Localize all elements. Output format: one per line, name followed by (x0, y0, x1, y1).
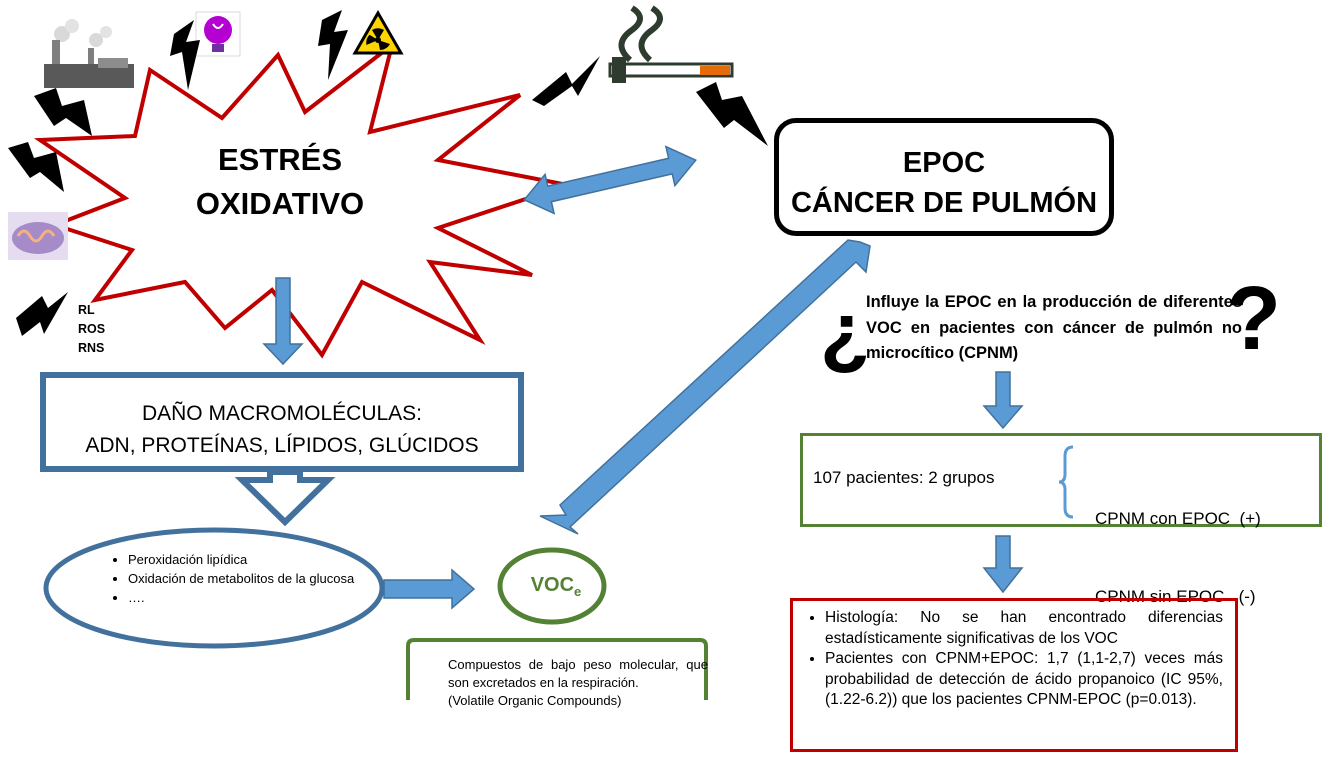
results-box: Histología: No se han encontrado diferen… (790, 598, 1238, 752)
lightning-bolt-icon (532, 56, 600, 106)
voc-circle (497, 547, 607, 625)
lightning-bolt-icon (8, 142, 64, 192)
process-item: …. (128, 588, 358, 607)
voc-definition: Compuestos de bajo peso molecular, que s… (448, 657, 708, 708)
result-item: Pacientes con CPNM+EPOC: 1,7 (1,1-2,7) v… (825, 649, 1223, 711)
question-close-mark: ? (1226, 269, 1281, 369)
arrow-processes-voc (383, 568, 476, 610)
voc-definition-bracket (406, 638, 708, 700)
lightning-bolt-icon (170, 20, 200, 90)
lightning-bolts (8, 10, 768, 336)
voc-label: VOCe (530, 574, 582, 599)
arrow-question-groups (982, 371, 1024, 430)
uv-lamp-icon (195, 11, 241, 57)
arrow-voc-epoc (539, 239, 871, 535)
mitochondria-icon (8, 212, 68, 260)
macromolecule-damage-box: DAÑO MACROMOLÉCULAS: ADN, PROTEÍNAS, LÍP… (40, 372, 524, 472)
cigarette-icon (608, 5, 734, 83)
group-without-epoc: CPNM sin EPOC (-) (1095, 587, 1256, 606)
arrow-stress-epoc (523, 145, 697, 215)
arrow-stress-damage (262, 277, 304, 366)
epoc-lung-cancer-box: EPOC CÁNCER DE PULMÓN (774, 118, 1114, 236)
oxidative-stress-title: ESTRÉS OXIDATIVO (195, 142, 365, 221)
research-question: Influye la EPOC en la producción de dife… (866, 293, 1242, 362)
lightning-bolt-icon (34, 88, 92, 136)
species-rl: RL (78, 303, 95, 317)
group-with-epoc: CPNM con EPOC (+) (1095, 509, 1261, 528)
groups-brace (1058, 445, 1074, 519)
process-item: Oxidación de metabolitos de la glucosa (128, 569, 358, 588)
species-ros: ROS (78, 322, 106, 336)
factory-icon (44, 19, 134, 88)
lightning-bolt-icon (696, 82, 768, 146)
arrow-groups-results (982, 535, 1024, 594)
process-item: Peroxidación lipídica (128, 550, 358, 569)
question-open-mark: ¿ (820, 286, 871, 377)
reactive-species-list: RL ROS RNS (78, 301, 105, 358)
patient-groups-box: 107 pacientes: 2 grupos CPNM con EPOC (+… (800, 433, 1322, 606)
arrow-damage-processes (234, 469, 336, 527)
groups-label: 107 pacientes: 2 grupos (813, 468, 995, 487)
radiation-icon (352, 9, 404, 55)
processes-list: Peroxidación lipídica Oxidación de metab… (108, 550, 358, 607)
species-rns: RNS (78, 341, 105, 355)
lightning-bolt-icon (16, 292, 68, 336)
lightning-bolt-icon (318, 10, 348, 80)
result-item: Histología: No se han encontrado diferen… (825, 608, 1223, 649)
groups-list: CPNM con EPOC (+) CPNM sin EPOC (-) (1095, 454, 1261, 662)
processes-ellipse (43, 527, 385, 649)
